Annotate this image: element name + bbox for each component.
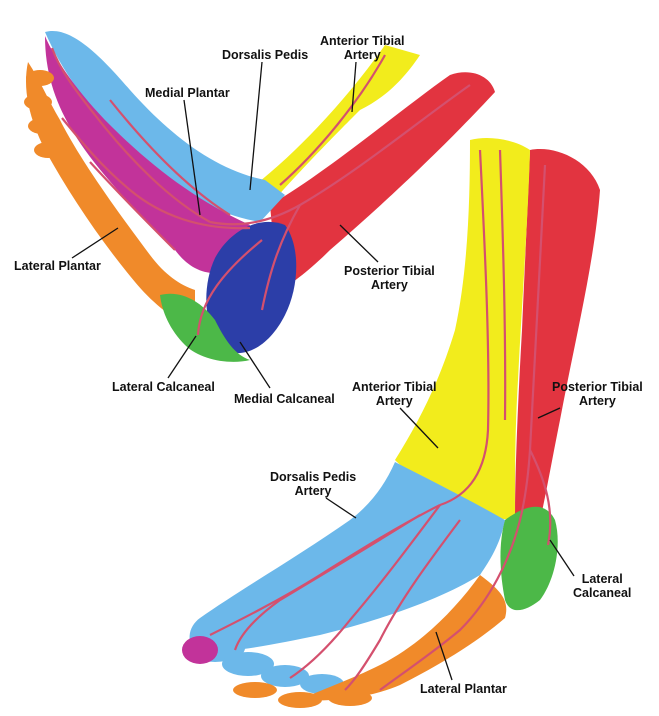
top-foot-illustration [24, 31, 495, 362]
label-top-anterior-tibial-artery: Anterior Tibial Artery [320, 34, 405, 62]
label-top-medial-plantar: Medial Plantar [145, 86, 230, 100]
label-top-lateral-plantar: Lateral Plantar [14, 259, 101, 273]
label-bottom-lateral-calcaneal: Lateral Calcaneal [573, 572, 631, 600]
label-bottom-lateral-plantar: Lateral Plantar [420, 682, 507, 696]
label-top-posterior-tibial-artery: Posterior Tibial Artery [344, 264, 435, 292]
label-bottom-dorsalis-pedis-artery: Dorsalis Pedis Artery [270, 470, 356, 498]
label-bottom-posterior-tibial-artery: Posterior Tibial Artery [552, 380, 643, 408]
bottom-anterior-tibial-region [395, 138, 530, 520]
bottom-lateral-calcaneal-region [500, 507, 557, 610]
label-top-medial-calcaneal: Medial Calcaneal [234, 392, 335, 406]
label-bottom-anterior-tibial-artery: Anterior Tibial Artery [352, 380, 437, 408]
bottom-medial-plantar-toe [182, 636, 218, 664]
label-top-dorsalis-pedis: Dorsalis Pedis [222, 48, 308, 62]
top-posterior-tibial-region [270, 72, 495, 292]
label-top-lateral-calcaneal: Lateral Calcaneal [112, 380, 215, 394]
